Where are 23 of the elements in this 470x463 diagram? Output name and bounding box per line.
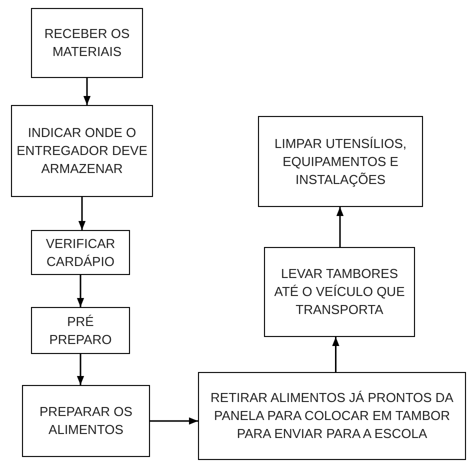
arrow: [332, 337, 340, 372]
arrow: [336, 207, 344, 247]
arrow: [150, 417, 198, 425]
step-text: LIMPAR UTENSÍLIOS, EQUIPAMENTOS E INSTALAÇÕES: [274, 134, 408, 188]
process-box: [198, 372, 466, 460]
process-box: [31, 8, 143, 78]
step-text: RETIRAR ALIMENTOS JÁ PRONTOS DA PANELA PARA COLOCAR EM TAMBOR PARA ENVIAR PARA A ESCOLA: [210, 389, 454, 443]
arrow: [76, 354, 84, 385]
process-box: [31, 307, 130, 354]
step-text: VERIFICAR CARDÁPIO: [44, 234, 116, 270]
arrow: [83, 78, 91, 105]
step-text: RECEBER OS MATERIAIS: [43, 25, 131, 61]
step-text: INDICAR ONDE O ENTREGADOR DEVE ARMAZENAR: [16, 124, 148, 178]
arrow: [76, 275, 84, 307]
process-box: [22, 385, 150, 457]
process-box: [264, 247, 415, 337]
process-box: [11, 105, 153, 197]
step-text: PREPARAR OS ALIMENTOS: [38, 403, 134, 439]
step-text: LEVAR TAMBORES ATÉ O VEÍCULO QUE TRANSPORTA: [273, 265, 406, 319]
process-box: [31, 230, 130, 275]
arrow: [78, 197, 86, 230]
process-box: [258, 116, 423, 207]
step-text: PRÉ PREPARO: [48, 312, 113, 348]
